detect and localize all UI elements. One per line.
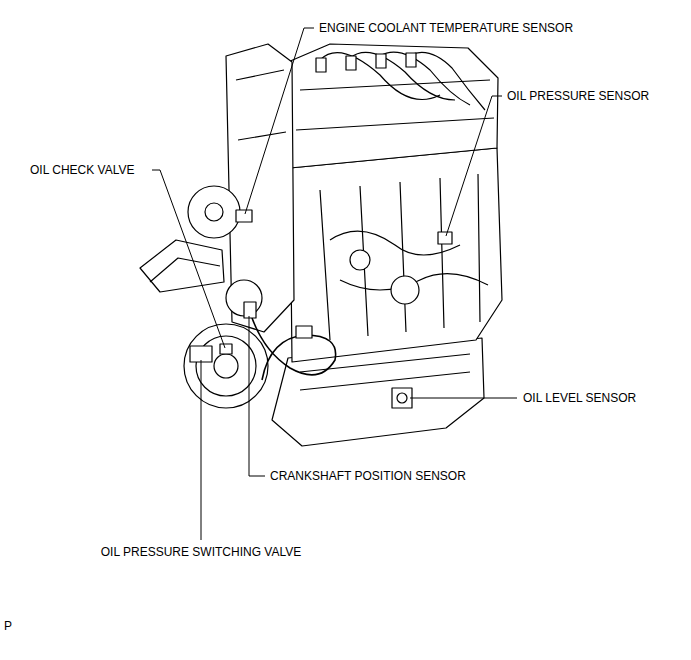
part-label: OIL LEVEL SENSOR — [523, 391, 636, 405]
oil-pan-rib — [300, 354, 470, 390]
filter — [391, 276, 419, 304]
leader-line — [152, 170, 225, 348]
crank-pulley-hub — [214, 354, 238, 378]
leader-line — [245, 28, 314, 214]
intake-pipe — [140, 240, 224, 292]
check-valve — [220, 344, 232, 354]
filter — [350, 250, 370, 270]
cylinder-head — [288, 44, 498, 168]
part-label: OIL PRESSURE SWITCHING VALVE — [101, 545, 301, 559]
oil-level-sensor — [392, 388, 412, 408]
oil-pressure-sensor — [438, 232, 452, 244]
cover-line — [236, 70, 286, 140]
leader-lines — [152, 28, 517, 540]
pulley-hub — [205, 203, 223, 221]
leader-line — [410, 398, 517, 399]
connector — [296, 326, 312, 338]
injector — [316, 53, 416, 72]
leader-line — [249, 316, 265, 476]
part-label: OIL CHECK VALVE — [30, 163, 134, 177]
injection-pipe — [320, 52, 485, 110]
switching-valve — [190, 346, 212, 362]
page-marker: P — [4, 619, 12, 633]
pipe — [330, 231, 460, 255]
leader-line — [201, 360, 202, 540]
timing-cover — [226, 44, 294, 332]
crank-pulley-ring — [196, 336, 256, 396]
wire-harness — [250, 312, 336, 380]
block-rib — [320, 174, 480, 340]
pulley — [188, 186, 240, 238]
head-line — [296, 80, 494, 130]
part-label: OIL PRESSURE SENSOR — [507, 89, 649, 103]
intake-line — [150, 258, 220, 282]
crank-pulley — [184, 324, 268, 408]
leader-line — [446, 96, 502, 236]
crankshaft-sensor — [244, 302, 256, 318]
coolant-sensor — [236, 210, 252, 222]
part-label: ENGINE COOLANT TEMPERATURE SENSOR — [319, 21, 573, 35]
part-label: CRANKSHAFT POSITION SENSOR — [270, 469, 466, 483]
engine-block — [290, 148, 502, 362]
engine-drawing — [140, 44, 502, 446]
oil-level-sensor-core — [397, 393, 407, 403]
